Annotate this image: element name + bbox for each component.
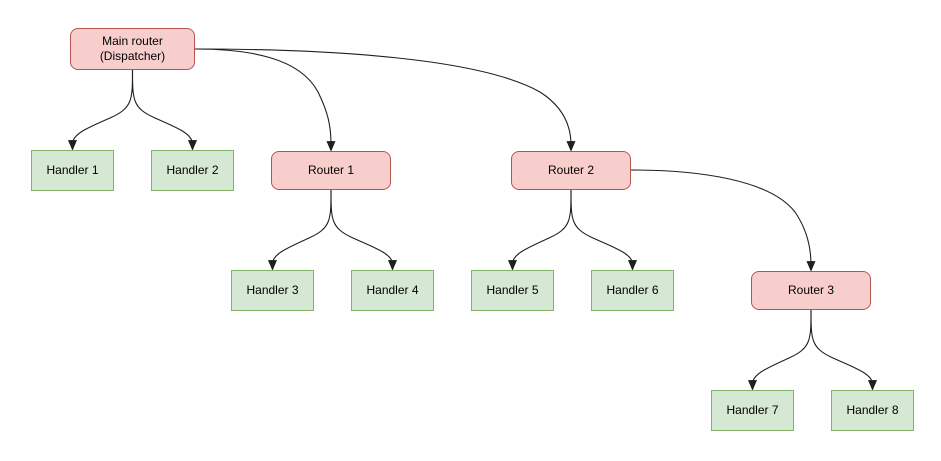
arrow-head-icon	[566, 141, 576, 152]
edge-router-2-to-handler-5	[511, 189, 572, 265]
node-handler-3[interactable]: Handler 3	[231, 270, 314, 311]
arrow-head-icon	[326, 141, 336, 152]
arrow-head-icon	[627, 260, 638, 271]
edge-router-3-to-handler-7	[751, 309, 812, 385]
edge-main-router-to-router-2	[194, 48, 572, 146]
arrow-head-icon	[507, 260, 518, 271]
node-label: Handler 2	[166, 163, 219, 177]
node-label: Router 2	[547, 163, 595, 177]
node-handler-7[interactable]: Handler 7	[711, 390, 794, 431]
node-router-3[interactable]: Router 3	[751, 271, 871, 310]
edge-router-1-to-handler-3	[271, 189, 332, 265]
edge-main-router-to-handler-1	[71, 69, 134, 145]
node-label: Handler 3	[246, 283, 299, 297]
node-label: Handler 8	[846, 403, 899, 417]
node-label: Main router (Dispatcher)	[99, 34, 166, 63]
arrow-head-icon	[267, 260, 278, 271]
node-main-router[interactable]: Main router (Dispatcher)	[70, 28, 195, 70]
arrow-head-icon	[387, 260, 398, 271]
node-label: Handler 7	[726, 403, 779, 417]
node-handler-6[interactable]: Handler 6	[591, 270, 674, 311]
node-handler-8[interactable]: Handler 8	[831, 390, 914, 431]
node-handler-4[interactable]: Handler 4	[351, 270, 434, 311]
arrow-head-icon	[806, 261, 816, 272]
node-label: Router 1	[307, 163, 355, 177]
node-router-1[interactable]: Router 1	[271, 151, 391, 190]
edge-main-router-to-handler-2	[131, 69, 194, 145]
arrow-head-icon	[747, 380, 758, 391]
edge-main-router-to-router-1	[194, 48, 332, 146]
node-router-2[interactable]: Router 2	[511, 151, 631, 190]
arrow-head-icon	[67, 140, 78, 151]
edge-router-1-to-handler-4	[330, 189, 394, 265]
arrow-head-icon	[187, 140, 198, 151]
node-label: Handler 6	[606, 283, 659, 297]
edge-router-3-to-handler-8	[810, 309, 874, 385]
edge-router-2-to-handler-6	[570, 189, 634, 265]
edge-router-2-to-router-3	[630, 169, 812, 266]
node-handler-2[interactable]: Handler 2	[151, 150, 234, 191]
node-handler-1[interactable]: Handler 1	[31, 150, 114, 191]
arrow-head-icon	[867, 380, 878, 391]
node-label: Router 3	[787, 283, 835, 297]
node-label: Handler 5	[486, 283, 539, 297]
node-handler-5[interactable]: Handler 5	[471, 270, 554, 311]
node-label: Handler 4	[366, 283, 419, 297]
node-label: Handler 1	[46, 163, 99, 177]
